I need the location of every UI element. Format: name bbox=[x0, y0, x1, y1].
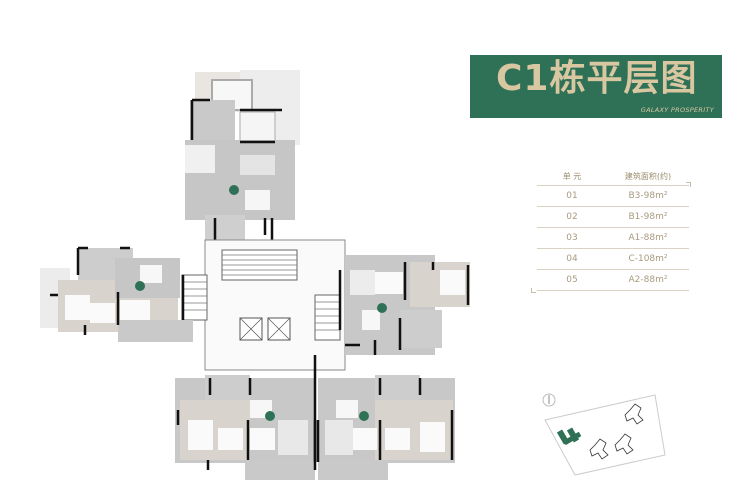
site-map bbox=[542, 393, 666, 476]
table-bottom-rule bbox=[537, 290, 689, 291]
table-row: 05 A2-88m² bbox=[537, 269, 689, 290]
bottom-left-unit-04 bbox=[175, 375, 317, 480]
left-wing-unit-02 bbox=[40, 246, 193, 342]
unit-marker-04 bbox=[265, 411, 275, 421]
bottom-right-unit-05 bbox=[313, 355, 455, 480]
unit-marker-05 bbox=[359, 411, 369, 421]
unit-marker-01 bbox=[229, 185, 239, 195]
core bbox=[181, 239, 346, 371]
unit-cell: 01 bbox=[566, 191, 578, 201]
page-title: C1栋平层图 bbox=[496, 58, 698, 99]
corner-mark bbox=[686, 182, 691, 187]
building-outline bbox=[589, 403, 644, 460]
top-wing-unit-01 bbox=[185, 70, 300, 243]
area-cell: C-108m² bbox=[628, 254, 668, 264]
area-cell: B3-98m² bbox=[628, 191, 668, 201]
unit-cell: 05 bbox=[566, 275, 578, 285]
unit-cell: 02 bbox=[566, 212, 578, 222]
building-c1-marker bbox=[556, 427, 582, 446]
unit-cell: 04 bbox=[566, 254, 578, 264]
table-row: 02 B1-98m² bbox=[537, 206, 689, 227]
unit-marker-03 bbox=[377, 303, 387, 313]
right-wing-unit-03 bbox=[338, 255, 470, 355]
title-banner: C1栋平层图 GALAXY PROSPERITY bbox=[470, 55, 722, 118]
header-unit: 单 元 bbox=[562, 172, 582, 181]
area-cell: A2-88m² bbox=[628, 275, 668, 285]
table-row: 04 C-108m² bbox=[537, 248, 689, 269]
table-row: 01 B3-98m² bbox=[537, 185, 689, 206]
header-area: 建筑面积(约) bbox=[624, 172, 672, 181]
area-cell: A1-88m² bbox=[628, 233, 668, 243]
table-row: 03 A1-88m² bbox=[537, 227, 689, 248]
unit-marker-02 bbox=[135, 281, 145, 291]
banner-subtitle: GALAXY PROSPERITY bbox=[640, 106, 714, 114]
unit-area-table: 单 元 建筑面积(约) 01 B3-98m² 02 B1-98m² 03 A1-88m… bbox=[531, 168, 691, 293]
corner-mark bbox=[531, 288, 536, 293]
table-header: 单 元 建筑面积(约) bbox=[537, 168, 689, 185]
area-cell: B1-98m² bbox=[628, 212, 668, 222]
unit-cell: 03 bbox=[566, 233, 578, 243]
